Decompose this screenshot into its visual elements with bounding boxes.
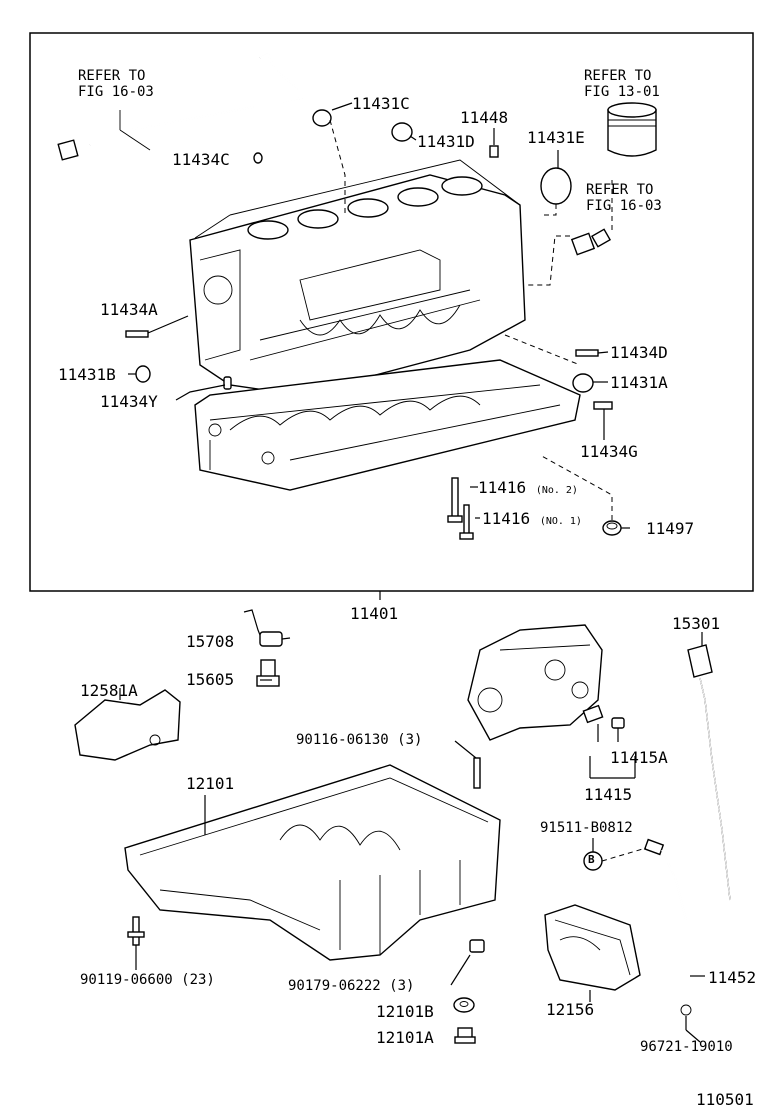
part-label-11415a[interactable]: 11415A [610, 748, 668, 767]
bolt-90119-illustration [127, 916, 145, 970]
fitting-illustration [570, 228, 612, 256]
piston-illustration [607, 102, 657, 157]
part-label-11431b[interactable]: 11431B [58, 365, 116, 384]
part-label-11497[interactable]: 11497 [646, 519, 695, 538]
part-note: (No. 2) [535, 485, 578, 496]
part-label-11401[interactable]: 11401 [350, 604, 399, 623]
part-label-91511[interactable]: 91511-B0812 [540, 820, 633, 836]
part-label-15605[interactable]: 15605 [186, 670, 235, 689]
part-number: 11416 [478, 478, 527, 497]
part-label-11431e[interactable]: 11431E [527, 128, 585, 147]
ref-line2: FIG 13-01 [584, 84, 660, 100]
pin-11434g-illustration [593, 401, 613, 410]
ref-fig-16-03-right[interactable]: REFER TO FIG 16-03 [586, 182, 662, 214]
part-label-12101a[interactable]: 12101A [376, 1028, 434, 1047]
ref-fig-16-03-left[interactable]: REFER TO FIG 16-03 [78, 68, 154, 100]
plug-11431a-illustration [572, 373, 594, 393]
gauge-guide-11452-illustration [643, 838, 705, 1043]
part-label-90116[interactable]: 90116-06130 (3) [296, 732, 423, 748]
bolt-b-marker: B [588, 853, 595, 866]
part-label-15301[interactable]: 15301 [672, 614, 721, 633]
part-note: (NO. 1) [539, 516, 582, 527]
part-label-11431d[interactable]: 11431D [417, 132, 475, 151]
insulator-12581a-illustration [74, 688, 181, 761]
part-label-11448[interactable]: 11448 [460, 108, 509, 127]
part-label-11416-no1[interactable]: 11416 (NO. 1) [482, 509, 582, 528]
cylinder-block-illustration [189, 159, 526, 396]
ref-fig-13-01[interactable]: REFER TO FIG 13-01 [584, 68, 660, 100]
pressure-switch-15708-illustration [243, 609, 291, 647]
plug-11431d-illustration [391, 122, 413, 142]
part-label-11431c[interactable]: 11431C [352, 94, 410, 113]
part-number: 11416 [482, 509, 531, 528]
leader-lines-upper [128, 102, 630, 600]
part-label-11415[interactable]: 11415 [584, 785, 633, 804]
gauge-guide-tube-illustration [57, 52, 304, 161]
pin-11448-illustration [489, 145, 499, 158]
stud-90116-illustration [454, 740, 481, 789]
part-label-11431a[interactable]: 11431A [610, 373, 668, 392]
bolt-91511-illustration [583, 838, 647, 871]
pin-11434a-illustration [125, 330, 149, 338]
ref-line2: FIG 16-03 [586, 198, 662, 214]
ref-line2: FIG 16-03 [78, 84, 154, 100]
part-label-90179[interactable]: 90179-06222 (3) [288, 978, 415, 994]
part-label-11434d[interactable]: 11434D [610, 343, 668, 362]
ref-line1: REFER TO [584, 68, 652, 84]
pin-11434y-illustration [223, 376, 232, 390]
figure-code: 110501 [696, 1090, 754, 1109]
baffle-12156-illustration [544, 904, 641, 1002]
plug-11431b-illustration [135, 365, 151, 383]
assembly-frame [29, 32, 754, 592]
parts-11415-illustration [582, 704, 636, 779]
ref-line1: REFER TO [586, 182, 654, 198]
part-label-12101[interactable]: 12101 [186, 774, 235, 793]
part-label-90119[interactable]: 90119-06600 (23) [80, 972, 215, 988]
oil-cooler-bracket-illustration [467, 624, 603, 741]
part-label-12101b[interactable]: 12101B [376, 1002, 434, 1021]
plug-11431e-illustration [540, 167, 572, 205]
part-label-11452[interactable]: 11452 [708, 968, 757, 987]
part-label-11434a[interactable]: 11434A [100, 300, 158, 319]
part-label-11416-no2[interactable]: 11416 (No. 2) [478, 478, 578, 497]
drain-plug-parts-illustration [450, 939, 485, 1044]
pin-11434c-illustration [253, 152, 263, 164]
part-label-12156[interactable]: 12156 [546, 1000, 595, 1019]
part-label-96721[interactable]: 96721-19010 [640, 1039, 733, 1055]
part-label-11434c[interactable]: 11434C [172, 150, 230, 169]
ref-line1: REFER TO [78, 68, 146, 84]
union-15605-illustration [256, 659, 280, 687]
part-label-11434y[interactable]: 11434Y [100, 392, 158, 411]
pin-11434d-illustration [575, 349, 599, 357]
plug-11497-illustration [602, 520, 622, 536]
bearing-cap-illustration [194, 359, 581, 491]
part-label-15708[interactable]: 15708 [186, 632, 235, 651]
part-label-11434g[interactable]: 11434G [580, 442, 638, 461]
part-label-12581a[interactable]: 12581A [80, 681, 138, 700]
dipstick-15301-illustration [687, 632, 731, 901]
oil-pan-12101-illustration [124, 764, 501, 961]
plug-11431c-illustration [312, 109, 332, 127]
bolts-11416-illustration [447, 477, 474, 540]
